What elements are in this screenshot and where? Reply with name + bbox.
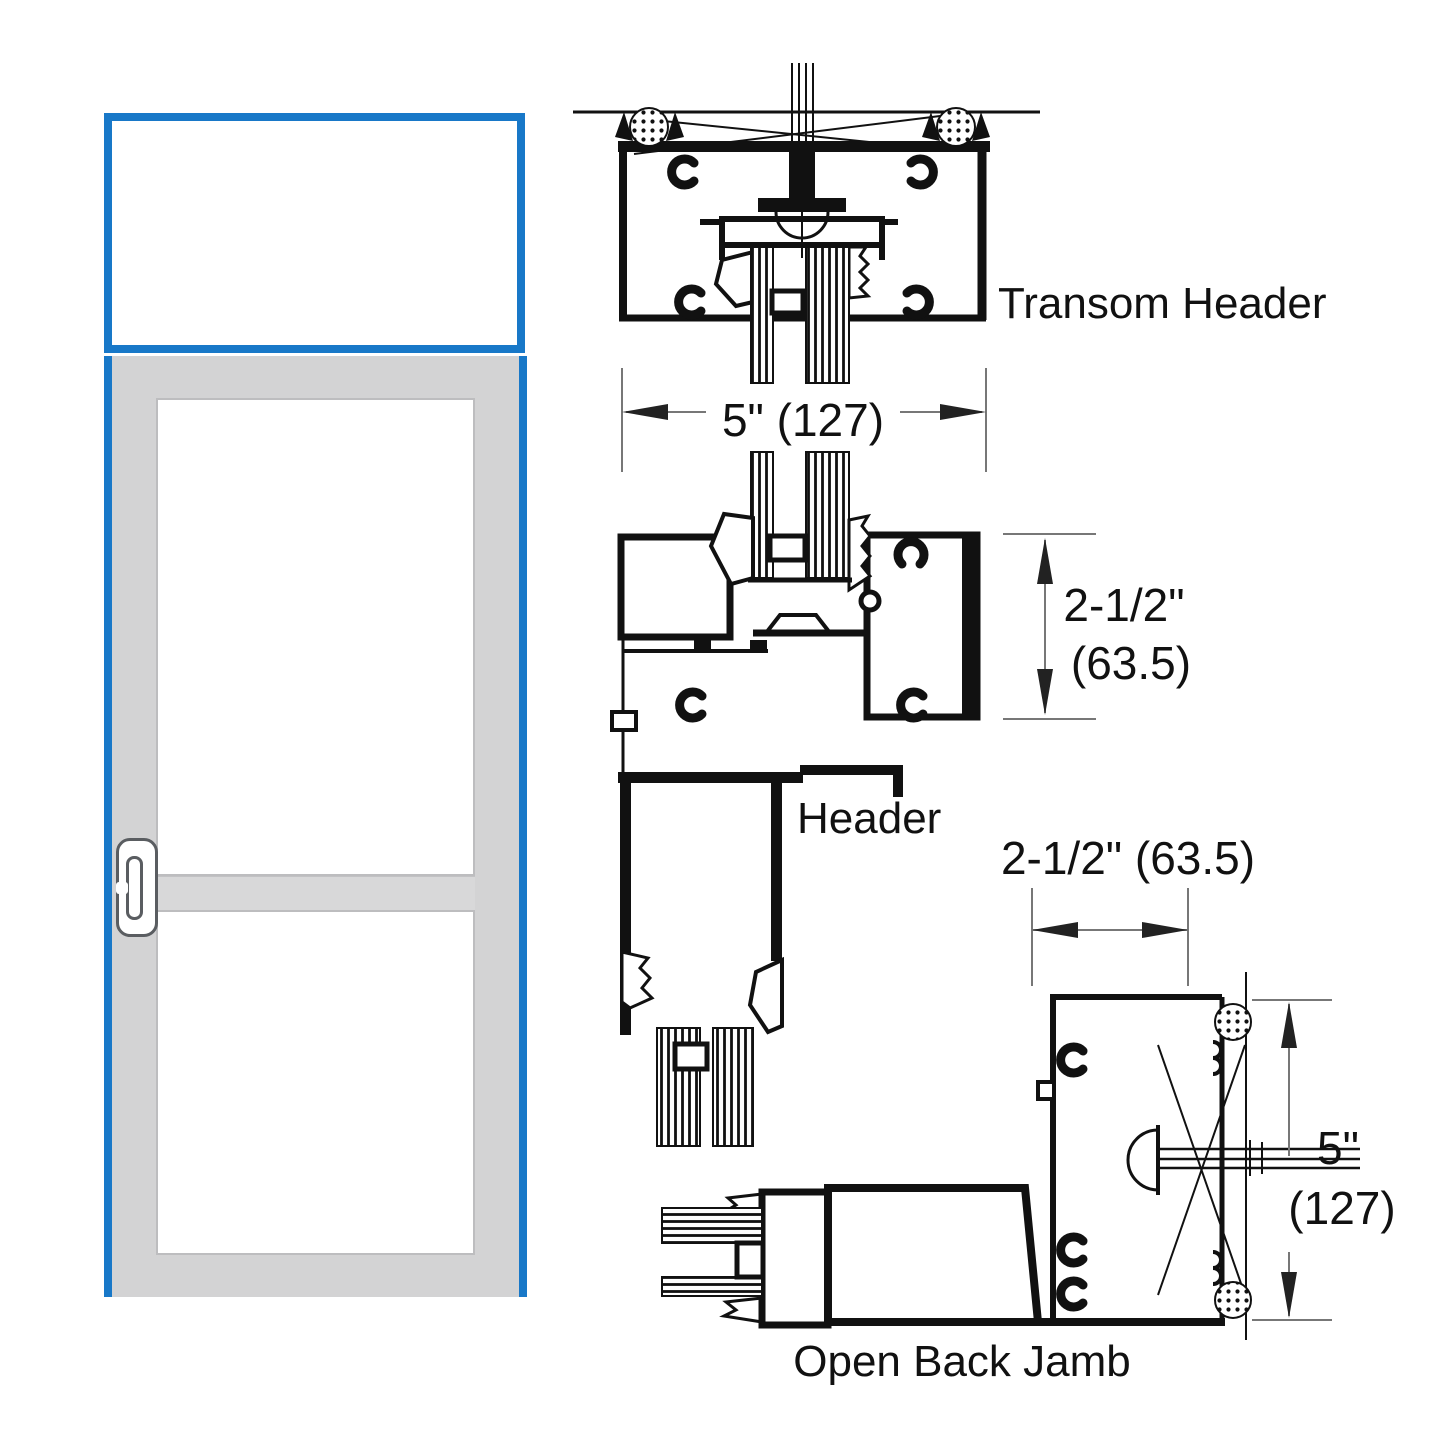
lock-cylinder [116, 882, 128, 894]
glass-spacer [734, 1240, 766, 1280]
jamb-height-dim-text-line1: 5" [1317, 1122, 1359, 1174]
door-mid-rail [156, 876, 475, 912]
glass-band [805, 246, 850, 384]
header-height-dimension [1003, 533, 1096, 720]
left-jamb-strip [104, 356, 112, 1297]
glass-stop-wedge [713, 249, 755, 309]
transom-header-detail [573, 63, 1040, 384]
open-back-jamb-label: Open Back Jamb [793, 1337, 1131, 1386]
sealant-dot-top [1214, 1003, 1252, 1041]
serrated-clip [620, 950, 655, 1010]
sealant-dot-left [629, 107, 669, 147]
transom-header-label: Transom Header [998, 279, 1327, 328]
glass-band [661, 1207, 763, 1244]
transom-panel [104, 113, 525, 353]
jamb-width-dimension [1031, 888, 1189, 986]
right-jamb-strip [519, 356, 527, 1297]
anchor-screw [1126, 1125, 1360, 1195]
transom-width-dimension [621, 368, 987, 472]
screw-boss [858, 589, 882, 613]
sealant-dot-bottom [1214, 1281, 1252, 1319]
glass-spacer [769, 288, 806, 316]
glass-band [712, 1027, 754, 1147]
serrated-clip [847, 513, 873, 593]
sealant-dot-right [936, 107, 976, 147]
door-glass-bottom [156, 910, 475, 1255]
serrated-clip [847, 245, 872, 300]
door-glass-top [156, 398, 475, 876]
jamb-width-dim-text: 2-1/2" (63.5) [1001, 832, 1255, 884]
glass-stop-wedge [747, 956, 784, 1035]
open-back-jamb-detail [661, 972, 1360, 1340]
glass-band [661, 1276, 763, 1297]
glass-band [805, 451, 850, 579]
glass-stop-wedge [708, 511, 755, 587]
header-label: Header [797, 794, 941, 843]
jamb-height-dim-text-line2: (127) [1288, 1182, 1395, 1234]
jamb-tube [824, 1184, 1043, 1326]
jamb-height-dimension [1252, 999, 1332, 1321]
glass-spacer [672, 1041, 710, 1072]
serrated-clip [719, 1296, 763, 1324]
header-detail [610, 451, 981, 1147]
glass-spacer [767, 533, 808, 563]
door-panel [112, 356, 519, 1297]
header-height-dim-text-line1: 2-1/2" [1063, 579, 1184, 631]
header-height-dim-text-line2: (63.5) [1071, 637, 1191, 689]
transom-width-dim-text: 5" (127) [722, 394, 884, 446]
door-stile [758, 1188, 832, 1329]
